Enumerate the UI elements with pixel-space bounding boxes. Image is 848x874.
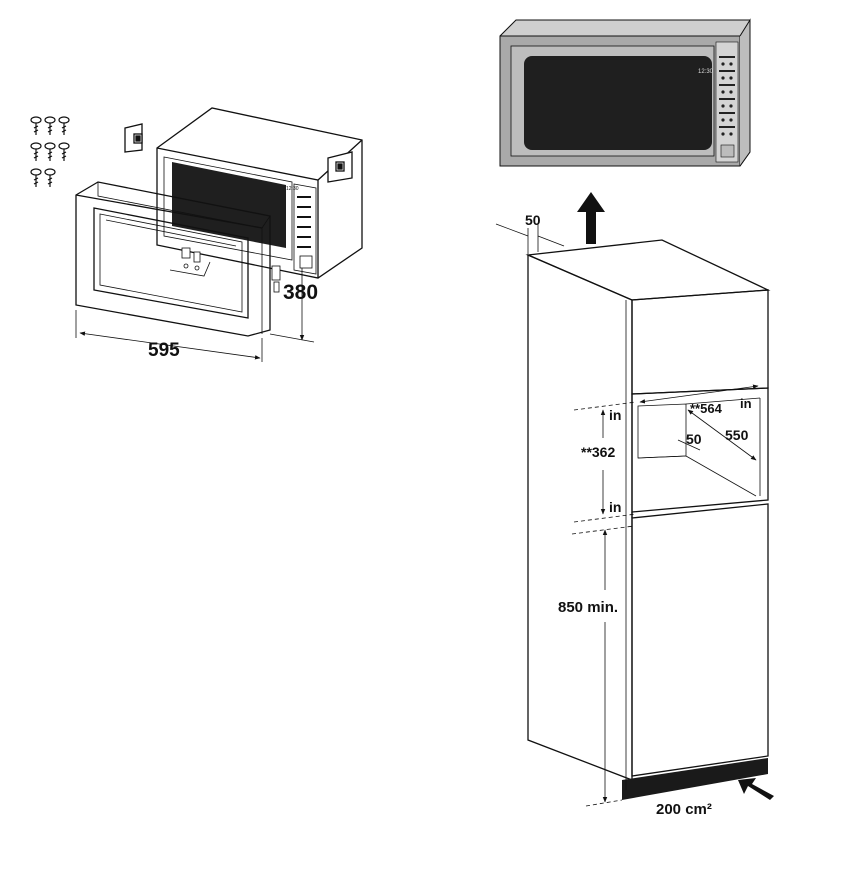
screws-icon	[30, 116, 70, 187]
trim-frame	[75, 181, 281, 337]
niche-depth-label: 550	[725, 427, 749, 443]
niche-depth-dimension: 550	[687, 409, 757, 461]
niche-width-label: **564	[690, 401, 723, 416]
control-buttons-icon	[719, 56, 735, 136]
niche-bottom-unit: in	[609, 499, 621, 515]
width-dimension: 595	[75, 310, 263, 362]
depth-label: 380	[283, 281, 318, 304]
niche-width-unit: in	[740, 396, 752, 411]
inner-depth-label: 50	[686, 431, 702, 447]
depth-dimension: 380	[269, 268, 318, 343]
microwave-right: 12:30	[499, 18, 751, 167]
width-label: 595	[148, 340, 180, 361]
tall-cabinet	[525, 239, 771, 800]
top-gap-label: 50	[525, 212, 541, 228]
niche-top-unit: in	[609, 407, 621, 423]
right-figure: 12:30	[495, 18, 774, 818]
right-display-text: 12:30	[698, 69, 714, 75]
top-gap-dimension: 50	[495, 212, 565, 254]
bracket-left-icon	[124, 123, 143, 153]
niche-height-label: **362	[581, 444, 615, 460]
insert-arrow-icon	[577, 192, 605, 244]
microwave-left: 12:30	[156, 107, 363, 279]
latch-icon	[181, 247, 201, 271]
ventilation: 200 cm²	[656, 778, 774, 818]
floor-height-label: 850 min.	[558, 599, 618, 616]
bracket-right-icon	[327, 151, 353, 183]
left-figure: 12:30	[30, 107, 363, 362]
left-display-text: 12:30	[286, 186, 299, 192]
vent-arrow-icon	[738, 778, 774, 800]
niche-height-dimension: in **362 in	[573, 401, 637, 523]
vent-label: 200 cm²	[656, 801, 712, 818]
floor-height-dimension: 850 min.	[558, 525, 635, 807]
hinge-icon	[271, 265, 281, 293]
inner-depth-dimension: 50	[677, 431, 702, 451]
